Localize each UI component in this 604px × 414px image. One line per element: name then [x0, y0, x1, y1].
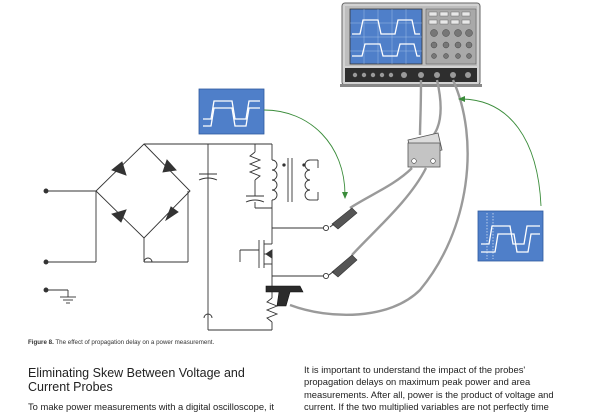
right-paragraph-line: measurements. After all, power is the pr…: [304, 388, 554, 400]
probe-interface-box-icon: [407, 132, 443, 168]
arrowhead-down: [342, 192, 348, 199]
circuit-schematic: [43, 143, 330, 331]
figure-caption-label: Figure 8.: [28, 339, 54, 346]
propagation-delay-figure: [43, 2, 544, 331]
annotation-arrows: [263, 98, 542, 207]
section-heading: Eliminating Skew Between Voltage and Cur…: [28, 366, 245, 394]
probe-cables: [289, 79, 469, 316]
arrowhead-left: [458, 96, 465, 102]
current-probe-clamp-icon: [265, 285, 304, 307]
figure-caption-text: The effect of propagation delay on a pow…: [55, 339, 215, 346]
left-paragraph: To make power measurements with a digita…: [28, 401, 274, 412]
waveform-panel-left: [198, 88, 265, 135]
right-paragraph-line: current. If the two multiplied variables…: [304, 401, 549, 413]
figure-caption: Figure 8. The effect of propagation dela…: [28, 339, 448, 346]
waveform-panel-right: [477, 210, 544, 262]
voltage-probe-icon: [328, 207, 358, 278]
oscilloscope-icon: [340, 2, 482, 87]
right-paragraph-line: propagation delays on maximum peak power…: [304, 376, 531, 388]
right-paragraph: It is important to understand the impact…: [304, 364, 580, 414]
right-paragraph-line: It is important to understand the impact…: [304, 364, 526, 375]
